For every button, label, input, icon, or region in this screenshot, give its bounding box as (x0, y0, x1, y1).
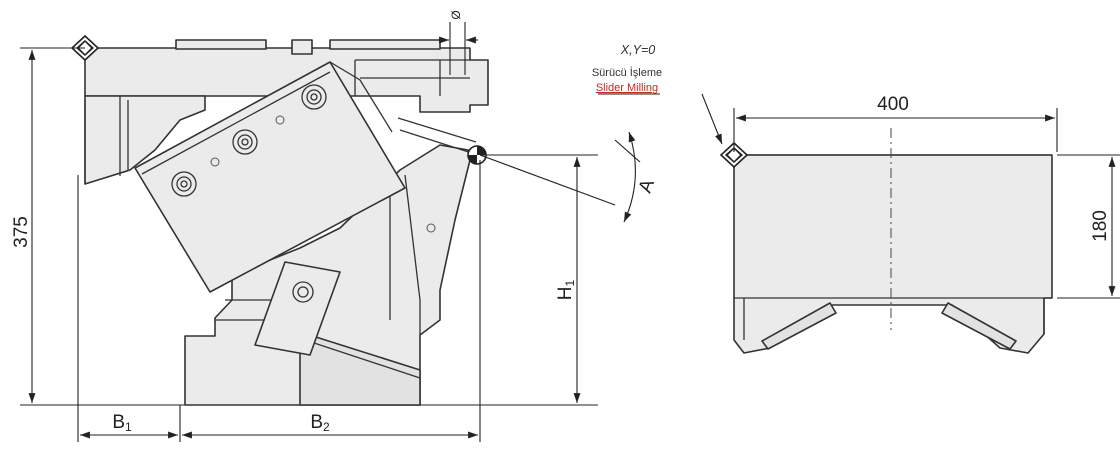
top-key (291, 39, 313, 55)
svg-text:H1: H1 (555, 279, 577, 300)
pivot-marker (467, 145, 487, 165)
bolt-hole-2 (232, 129, 258, 155)
left-view-dimensions (20, 22, 641, 442)
dim-h1-sub: 1 (563, 279, 577, 286)
dim-angle-label: A (635, 176, 659, 195)
dim-b2-sub: 2 (323, 420, 330, 434)
origin-marker-right (719, 141, 749, 169)
svg-text:B1: B1 (112, 412, 132, 434)
front-body (733, 154, 1053, 354)
origin-note-en: Slider Milling (596, 82, 658, 94)
left-slot (761, 302, 837, 350)
slider-front-view (719, 128, 1053, 354)
left-guide-body (84, 95, 206, 185)
dim-phi-label: Ø (449, 10, 463, 19)
dim-400-label: 400 (877, 94, 909, 115)
top-block-left (175, 39, 267, 50)
link-bolt-hole (292, 281, 314, 303)
bolt-hole-3 (301, 84, 327, 110)
small-hole-2 (275, 115, 285, 125)
bolt-hole-1 (171, 171, 197, 197)
dim-b1-label: B (112, 412, 125, 433)
origin-note-title: X,Y=0 (620, 43, 655, 57)
svg-text:B2: B2 (310, 412, 330, 434)
dim-180-label: 180 (1090, 210, 1111, 242)
right-slot (941, 302, 1017, 350)
dim-b1-sub: 1 (125, 420, 132, 434)
origin-note-tr: Sürücü İşleme (592, 66, 662, 79)
origin-note: X,Y=0 Sürücü İşleme Slider Milling (592, 43, 723, 145)
inclined-plate (134, 61, 406, 293)
dim-375-label: 375 (11, 216, 32, 248)
top-block-right (329, 39, 441, 50)
right-view-dimensions (733, 108, 1120, 299)
dim-b2-label: B (310, 412, 323, 433)
small-hole-1 (210, 157, 220, 167)
link-plate (254, 261, 341, 356)
slider-assembly-side-view (70, 34, 489, 406)
pin-hole-right (426, 223, 436, 233)
dim-h1-label: H (555, 286, 576, 300)
